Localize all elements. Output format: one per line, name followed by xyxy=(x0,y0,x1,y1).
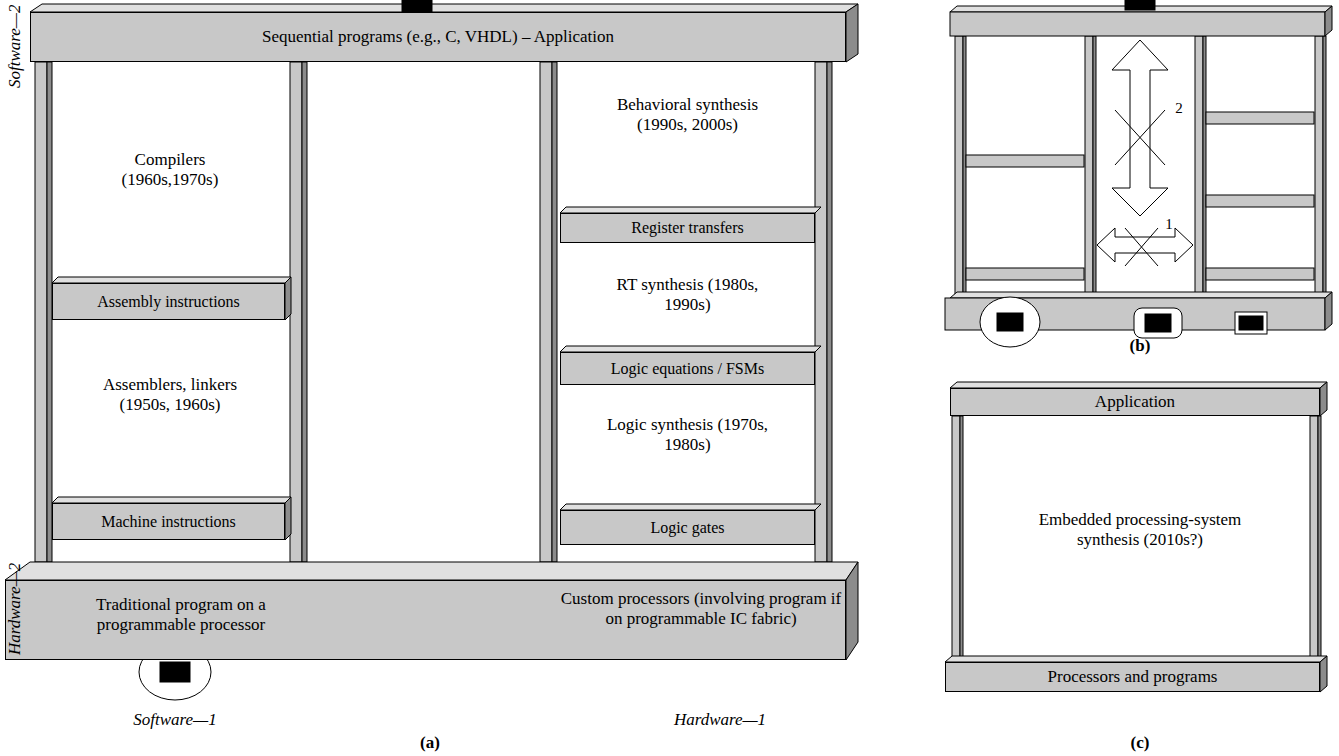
node-text: Application xyxy=(1095,392,1175,412)
base-beam: Processors and programs xyxy=(945,662,1320,692)
side-label: Software—2 xyxy=(5,8,25,88)
node-text: Register transfers xyxy=(631,218,743,238)
level-label: Hardware—1 xyxy=(650,710,790,730)
pillars-b xyxy=(955,36,1326,298)
top-beam: Sequential programs (e.g., C, VHDL) – Ap… xyxy=(30,12,846,62)
tool-label: Compilers (1960s,1970s) xyxy=(100,150,240,190)
shelf-box: Assembly instructions xyxy=(52,283,285,320)
side-label: Hardware—2 xyxy=(5,575,25,655)
panel-caption: (a) xyxy=(400,733,460,753)
tool-label: RT synthesis (1980s, 1990s) xyxy=(600,275,775,315)
node-text: Custom processors (involving program if … xyxy=(551,589,851,629)
node-text: Processors and programs xyxy=(1048,667,1218,687)
tool-label: Assemblers, linkers (1950s, 1960s) xyxy=(100,375,240,415)
node-text: Sequential programs (e.g., C, VHDL) – Ap… xyxy=(262,27,614,47)
node-text: Logic equations / FSMs xyxy=(611,359,764,379)
level-label: Software—1 xyxy=(105,710,245,730)
callout-number: 1 xyxy=(1162,214,1176,234)
tool-label: Behavioral synthesis (1990s, 2000s) xyxy=(600,95,775,135)
node-text: Traditional program on a programmable pr… xyxy=(61,595,301,635)
shelf-box: Logic gates xyxy=(560,510,815,545)
pillars-a xyxy=(35,62,832,562)
shelf-box: Logic equations / FSMs xyxy=(560,352,815,385)
panel-caption: (b) xyxy=(1110,336,1170,356)
top-beam: Application xyxy=(950,388,1320,416)
base-beam: Traditional program on a programmable pr… xyxy=(5,580,846,660)
tool-label: Embedded processing-system synthesis (20… xyxy=(1035,510,1245,550)
tool-label: Logic synthesis (1970s, 1980s) xyxy=(600,415,775,455)
panel-caption: (c) xyxy=(1110,733,1170,753)
shelf-box: Register transfers xyxy=(560,213,815,243)
node-text: Logic gates xyxy=(650,518,724,538)
node-text: Machine instructions xyxy=(101,512,236,532)
callout-number: 2 xyxy=(1172,98,1186,118)
node-text: Assembly instructions xyxy=(97,292,240,312)
shelf-box: Machine instructions xyxy=(52,503,285,540)
